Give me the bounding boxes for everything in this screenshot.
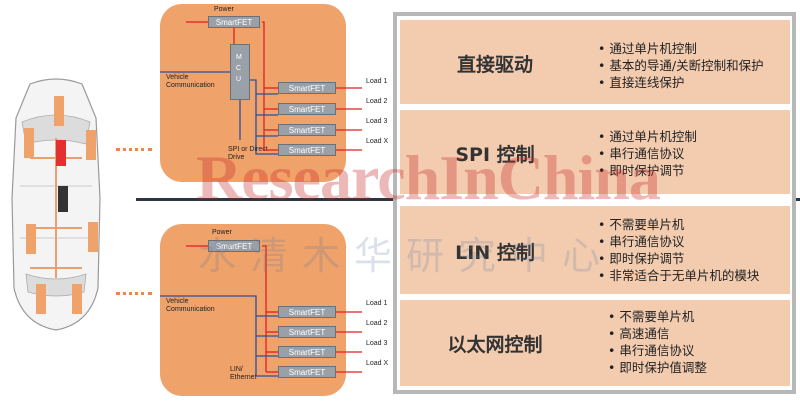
smartfet-b3: SmartFET	[278, 346, 336, 358]
list-item: 串行通信协议	[598, 233, 759, 250]
watermark-cn: 水清木华研究中心	[198, 234, 615, 278]
car-module-door-left	[24, 128, 34, 158]
vehicle-comm-label-2: Vehicle Communication	[166, 298, 215, 313]
load-3-label: Load 3	[366, 118, 388, 125]
list-item: 串行通信协议	[598, 145, 697, 162]
tab-direct-drive-title: 直接驱动	[456, 54, 533, 76]
car-module-rear-left	[36, 284, 46, 314]
spi-drive-label: SPI or Direct Drive	[228, 146, 268, 161]
top-wires	[160, 21, 362, 155]
tab-lin-title: LIN 控制	[455, 242, 535, 264]
car-module-seats-right	[88, 222, 98, 252]
car-module-gear	[58, 186, 68, 212]
mcu-block	[230, 44, 250, 100]
list-item: 高速通信	[608, 325, 707, 342]
list-item: 不需要单片机	[608, 308, 707, 325]
tab-ethernet: 以太网控制 不需要单片机 高速通信 串行通信协议 即时保护值调整	[400, 300, 790, 386]
tab-lin: LIN 控制 不需要单片机 串行通信协议 即时保护调节 非常适合于无单片机的模块	[400, 206, 790, 294]
smartfet-power: SmartFET	[208, 16, 260, 28]
load-1-label-2: Load 1	[366, 300, 388, 307]
tab-lin-list: 不需要单片机 串行通信协议 即时保护调节 非常适合于无单片机的模块	[598, 216, 759, 284]
list-item: 通过单片机控制	[598, 40, 764, 57]
list-item: 即时保护调节	[598, 162, 697, 179]
smartfet-3: SmartFET	[278, 124, 336, 136]
car-illustration	[11, 78, 101, 331]
car-module-ignition	[56, 140, 66, 166]
car-module-door	[54, 96, 64, 126]
smartfet-1: SmartFET	[278, 82, 336, 94]
smartfet-b1: SmartFET	[278, 306, 336, 318]
vehicle-comm-label: Vehicle Communication	[166, 74, 215, 89]
list-item: 直接连线保护	[598, 74, 764, 91]
tab-ethernet-title: 以太网控制	[447, 334, 543, 356]
mcu-label: M C U	[236, 54, 242, 83]
tab-direct-drive: 直接驱动 通过单片机控制 基本的导通/关断控制和保护 直接连线保护	[400, 20, 790, 104]
list-item: 非常适合于无单片机的模块	[598, 267, 759, 284]
list-item: 即时保护调节	[598, 250, 759, 267]
watermark-en: ResearchInChina	[196, 142, 661, 213]
bottom-wires	[160, 245, 362, 377]
smartfet-bx: SmartFET	[278, 366, 336, 378]
power-label-2: Power	[212, 229, 232, 236]
tab-spi: SPI 控制 通过单片机控制 串行通信协议 即时保护调节	[400, 110, 790, 194]
tab-ethernet-list: 不需要单片机 高速通信 串行通信协议 即时保护值调整	[608, 308, 707, 376]
tab-spi-list: 通过单片机控制 串行通信协议 即时保护调节	[598, 128, 697, 179]
connector-dots-top	[116, 148, 152, 151]
connector-dots-bottom	[116, 292, 152, 295]
tab-spi-title: SPI 控制	[455, 144, 535, 166]
smartfet-x: SmartFET	[278, 144, 336, 156]
tab-direct-drive-list: 通过单片机控制 基本的导通/关断控制和保护 直接连线保护	[598, 40, 764, 91]
smartfet-b2: SmartFET	[278, 326, 336, 338]
list-item: 不需要单片机	[598, 216, 759, 233]
load-1-label: Load 1	[366, 78, 388, 85]
load-3-label-2: Load 3	[366, 340, 388, 347]
load-2-label: Load 2	[366, 98, 388, 105]
load-x-label: Load X	[366, 138, 389, 145]
smartfet-power-2: SmartFET	[208, 240, 260, 252]
list-item: 串行通信协议	[608, 342, 707, 359]
load-x-label-2: Load X	[366, 360, 389, 367]
car-module-door-right	[86, 130, 96, 160]
car-module-seats-left	[26, 224, 36, 254]
power-label: Power	[214, 6, 234, 13]
car-module-rear-right	[72, 284, 82, 314]
lin-ethernet-label: LIN/ Ethernet	[230, 366, 257, 381]
list-item: 即时保护值调整	[608, 359, 707, 376]
list-item: 基本的导通/关断控制和保护	[598, 57, 763, 74]
load-2-label-2: Load 2	[366, 320, 388, 327]
list-item: 通过单片机控制	[598, 128, 697, 145]
smartfet-2: SmartFET	[278, 103, 336, 115]
